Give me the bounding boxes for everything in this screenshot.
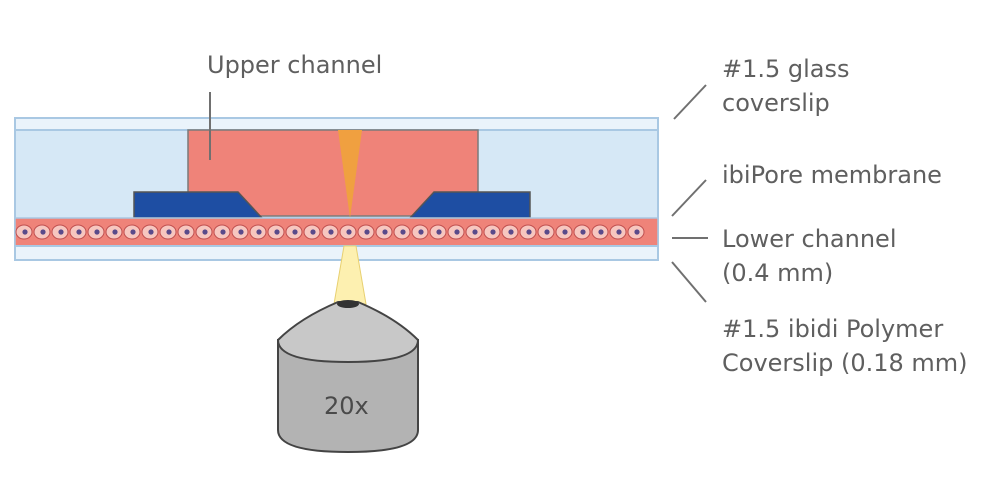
glass-coverslip-label-line2: coverslip xyxy=(722,89,830,117)
cell-nucleus xyxy=(292,229,298,235)
cell-nucleus xyxy=(328,229,334,235)
cell-nucleus xyxy=(22,229,28,235)
lower-channel-label: Lower channel (0.4 mm) xyxy=(722,222,897,290)
polymer-coverslip-label: #1.5 ibidi Polymer Coverslip (0.18 mm) xyxy=(722,312,968,380)
cell-nucleus xyxy=(40,229,46,235)
cell-nucleus xyxy=(256,229,262,235)
glass-coverslip-layer xyxy=(14,117,659,131)
cell-nucleus xyxy=(238,229,244,235)
cell-nucleus xyxy=(382,229,388,235)
cell-nucleus xyxy=(202,229,208,235)
cell-nucleus xyxy=(544,229,550,235)
polymer-coverslip-label-line1: #1.5 ibidi Polymer xyxy=(722,315,944,343)
excitation-light-cone xyxy=(338,130,362,218)
cell-nucleus xyxy=(400,229,406,235)
cell-nucleus xyxy=(508,229,514,235)
cell-nucleus xyxy=(418,229,424,235)
membrane-label: ibiPore membrane xyxy=(722,161,942,189)
objective-lens xyxy=(276,300,420,454)
cell-nucleus xyxy=(166,229,172,235)
cell-nucleus xyxy=(490,229,496,235)
glass-coverslip-label: #1.5 glass coverslip xyxy=(722,52,850,120)
glass-coverslip-label-line1: #1.5 glass xyxy=(722,55,850,83)
cell-nucleus xyxy=(130,229,136,235)
cell-nucleus xyxy=(346,229,352,235)
cell-nucleus xyxy=(58,229,64,235)
cell-nucleus xyxy=(436,229,442,235)
cell-nucleus xyxy=(634,229,640,235)
upper-channel-label: Upper channel xyxy=(207,51,383,79)
cell-nucleus xyxy=(184,229,190,235)
cell-nucleus xyxy=(76,229,82,235)
cell-nucleus xyxy=(274,229,280,235)
membrane-leader xyxy=(671,179,707,217)
cell-nucleus xyxy=(454,229,460,235)
cell-nucleus xyxy=(472,229,478,235)
emission-light-cone xyxy=(333,245,367,305)
cell-nucleus xyxy=(598,229,604,235)
polymer-coverslip-layer xyxy=(14,245,659,261)
polymer-coverslip-leader xyxy=(671,261,707,303)
cell-nucleus xyxy=(94,229,100,235)
cell-nucleus xyxy=(148,229,154,235)
cell-nucleus xyxy=(220,229,226,235)
cell-nucleus xyxy=(580,229,586,235)
cell-nucleus xyxy=(562,229,568,235)
lower-channel-label-line1: Lower channel xyxy=(722,225,897,253)
lower-channel-label-line2: (0.4 mm) xyxy=(722,259,834,287)
cell-nucleus xyxy=(364,229,370,235)
cell-nucleus xyxy=(112,229,118,235)
glass-coverslip-leader xyxy=(673,84,707,120)
cell-nucleus xyxy=(310,229,316,235)
cell-nucleus xyxy=(526,229,532,235)
polymer-coverslip-label-line2: Coverslip (0.18 mm) xyxy=(722,349,968,377)
objective-magnification-label: 20x xyxy=(324,392,369,420)
cell-nucleus xyxy=(616,229,622,235)
cell-layer xyxy=(15,224,645,240)
